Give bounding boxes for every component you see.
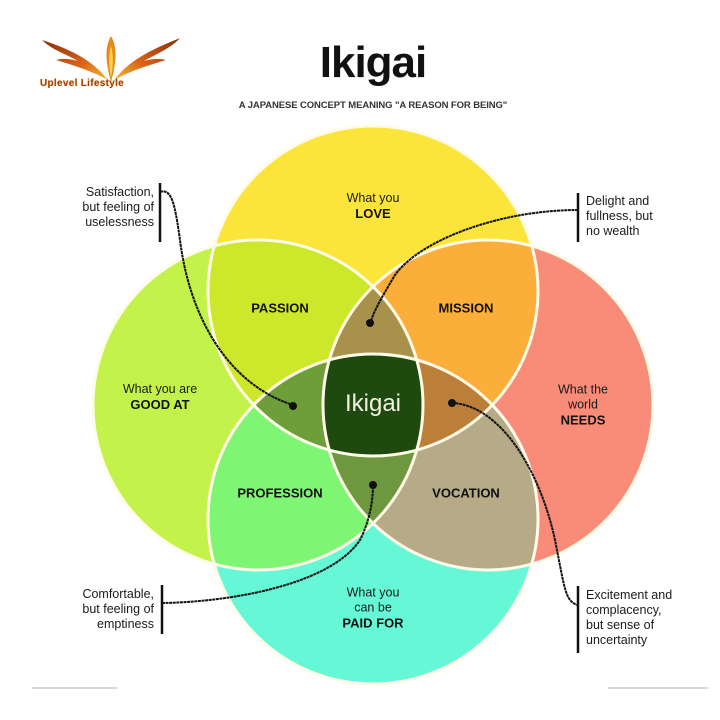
label-profession: PROFESSION	[237, 485, 323, 501]
connector-dot-delight	[366, 319, 374, 327]
connector-dot-satisfaction	[289, 402, 297, 410]
label-mission: MISSION	[438, 300, 494, 316]
label-vocation: VOCATION	[432, 485, 500, 501]
logo-wings-icon	[42, 36, 180, 82]
label-passion: PASSION	[251, 300, 309, 316]
footer-mark-left	[32, 687, 117, 689]
page-title: Ikigai	[319, 38, 428, 87]
footer-mark-right	[608, 687, 708, 689]
page-subtitle: A JAPANESE CONCEPT MEANING "A REASON FOR…	[238, 100, 508, 111]
label-ikigai-center: Ikigai	[344, 390, 402, 417]
connector-dot-comfortable	[369, 481, 377, 489]
overlap-love-good-paid	[208, 354, 423, 456]
overlap-love-needs-paid	[323, 354, 538, 456]
connector-excitement	[451, 402, 578, 606]
connector-comfortable	[161, 484, 374, 604]
connector-dot-excitement	[448, 399, 456, 407]
connector-delight	[370, 209, 579, 323]
circle-outlines	[91, 124, 655, 686]
connector-satisfaction	[159, 190, 294, 406]
logo-text: Uplevel Lifestyle	[40, 78, 125, 89]
